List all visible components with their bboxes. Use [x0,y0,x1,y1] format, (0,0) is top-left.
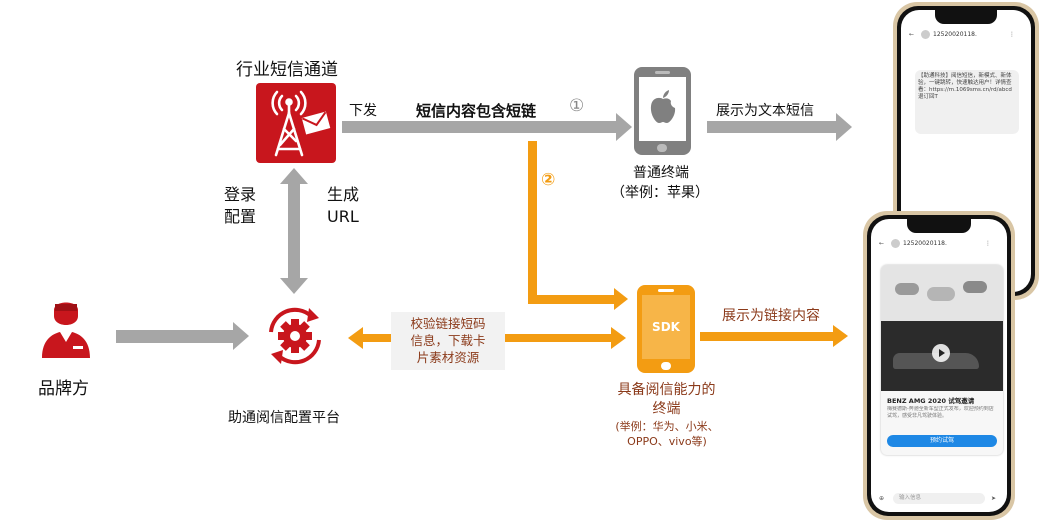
card-image-top [881,265,1003,321]
phone-mockup-card: ← 12520020118. ⋮ BENZ AMG 2020 试驾邀请 梅赛德斯… [863,211,1015,520]
arrow-down-head [280,278,308,294]
step1-marker: ① [569,96,585,116]
platform-gear-icon [261,302,329,370]
back-arrow-icon[interactable]: ← [909,31,915,38]
add-icon[interactable]: ⊕ [879,495,885,502]
verify-box: 校验链接短码 信息，下载卡 片素材资源 [391,312,505,370]
arrow-sdk-to-phone [700,332,834,341]
brand-person-icon [38,296,94,360]
phone-notch [935,10,997,24]
phone-number: 12520020118. [933,31,977,38]
input-placeholder: 输入信息 [899,495,922,501]
arrow-send-to-iphone-head [616,113,632,141]
menu-icon[interactable]: ⋮ [985,240,991,247]
message-input[interactable]: 输入信息 [893,493,985,504]
sdk-label: 具备阅信能力的 终端 [617,382,716,417]
phone-notch [907,219,971,233]
card-action-button[interactable]: 预约试驾 [887,435,997,447]
platform-label: 助通阅信配置平台 [228,410,340,426]
send-label: 下发 [349,103,377,119]
arrow-iphone-to-phone [707,121,837,133]
arrow-step2-head [614,288,628,310]
sdk-example: (举例：华为、小米、 OPPO、vivo等) [615,420,719,448]
channel-title: 行业短信通道 [236,60,338,80]
arrow-iphone-to-phone-head [836,113,852,141]
arrow-verify-left [348,327,363,349]
apple-logo-icon [650,90,676,123]
arrow-brand-head [233,322,249,350]
arrow-up-head [280,168,308,184]
back-arrow-icon[interactable]: ← [879,240,885,247]
avatar [921,30,930,39]
card-title: BENZ AMG 2020 试驾邀请 [887,397,975,405]
arrow-step2 [528,141,537,303]
verify-label: 校验链接短码 信息，下载卡 片素材资源 [410,316,486,365]
login-config-label: 登录 配置 [224,185,257,226]
step2-marker: ② [541,170,556,190]
iphone-label: 普通终端 [633,165,689,181]
menu-icon[interactable]: ⋮ [1009,31,1015,38]
rich-card[interactable]: BENZ AMG 2020 试驾邀请 梅赛德斯-奔驰全新车型正式发布，欢迎预约到… [881,265,1003,455]
antenna-icon [256,83,336,163]
play-icon[interactable] [932,344,950,362]
sdk-phone-icon: SDK [637,285,695,373]
brand-label: 品牌方 [38,379,89,399]
arrow-brand-to-platform [116,330,234,343]
card-description: 梅赛德斯-奔驰全新车型正式发布，欢迎预约到店试驾，感受非凡驾驶体验。 [887,406,994,419]
arrow-verify-right [611,327,626,349]
content-label: 短信内容包含短链 [416,102,537,120]
iphone-example: （举例：苹果） [611,185,709,201]
generate-url-label: 生成 URL [327,185,360,226]
arrow-sdk-head [833,325,848,347]
arrow-send-to-iphone [342,121,617,133]
avatar [891,239,900,248]
card-video[interactable] [881,321,1003,391]
arrow-step2-h [528,295,616,304]
arrow-login-generate [288,183,300,279]
sms-text: 【助通科技】阅信短信，新模式、新体验，一键跳转，快速触达用户！详情查看：http… [918,73,1012,100]
send-icon[interactable]: ➤ [991,495,997,502]
sdk-text: SDK [652,320,680,334]
phone-number: 12520020118. [903,240,947,247]
iphone-result-label: 展示为文本短信 [716,103,814,119]
iphone-icon [634,67,691,155]
sms-bubble: 【助通科技】阅信短信，新模式、新体验，一键跳转，快速触达用户！详情查看：http… [915,70,1019,134]
sdk-result-label: 展示为链接内容 [722,308,820,324]
